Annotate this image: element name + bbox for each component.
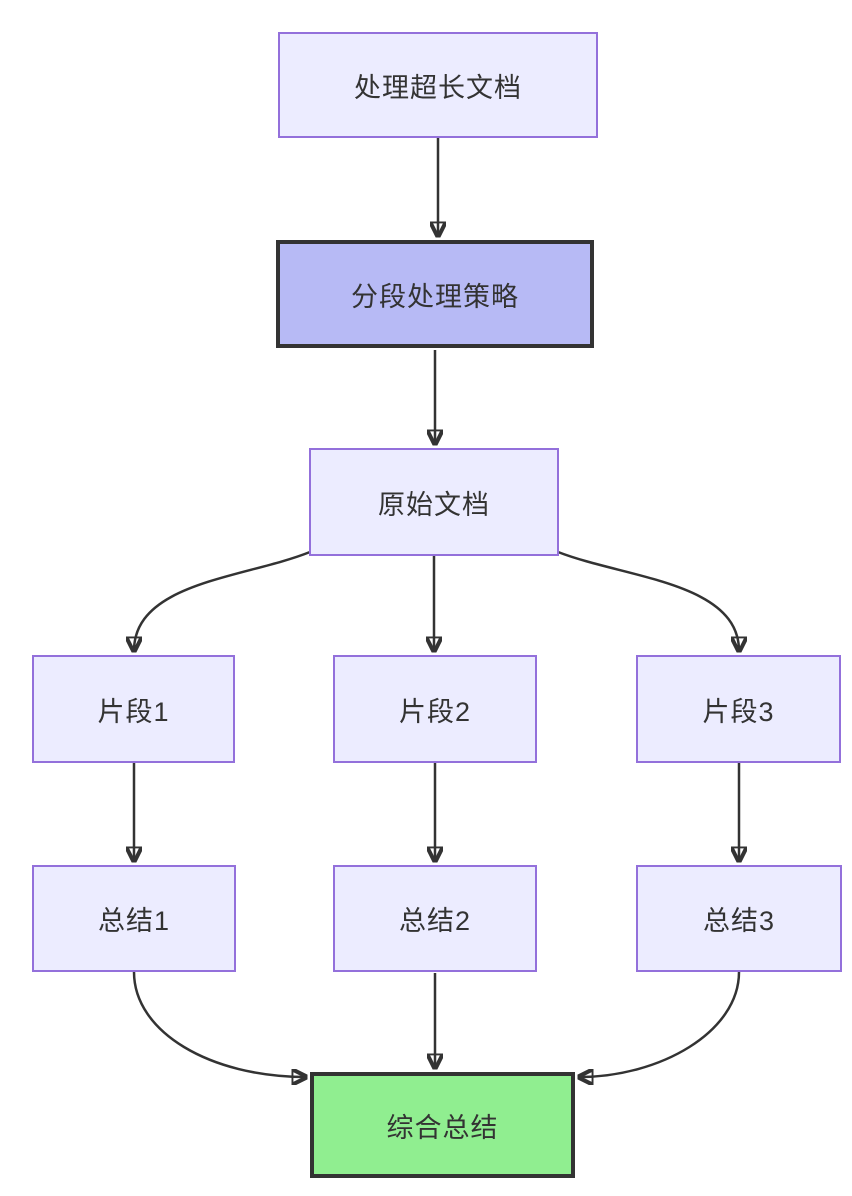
node-summary-1: 总结1 xyxy=(32,865,236,972)
node-segmented-processing-strategy: 分段处理策略 xyxy=(276,240,594,348)
node-process-long-document: 处理超长文档 xyxy=(278,32,598,138)
edge-original-to-fragment-3 xyxy=(557,550,739,651)
node-summary-2: 总结2 xyxy=(333,865,537,972)
node-fragment-3: 片段3 xyxy=(636,655,841,763)
node-original-document: 原始文档 xyxy=(309,448,559,556)
node-final-summary: 综合总结 xyxy=(310,1072,575,1178)
edge-summary-1-to-final xyxy=(132,971,306,1077)
node-fragment-1: 片段1 xyxy=(32,655,235,763)
edge-summary-3-to-final xyxy=(579,971,741,1077)
node-summary-3: 总结3 xyxy=(636,865,842,972)
node-fragment-2: 片段2 xyxy=(333,655,537,763)
edge-original-to-fragment-1 xyxy=(134,550,311,651)
